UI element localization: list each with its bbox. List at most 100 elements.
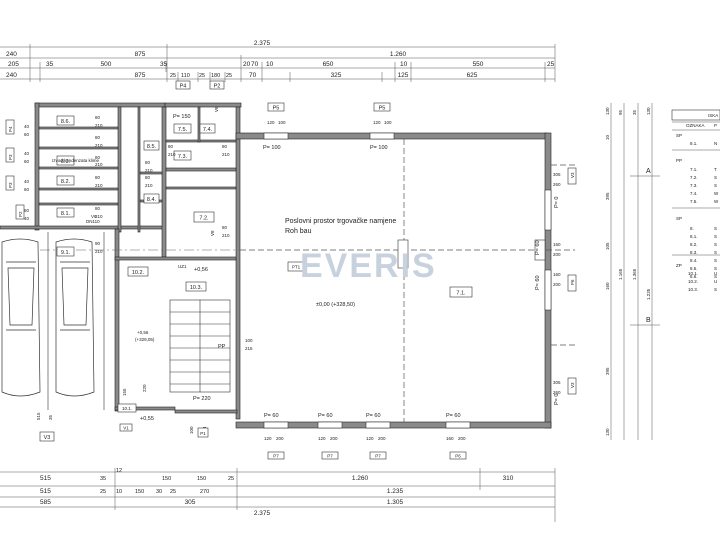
svg-text:200: 200 <box>330 436 338 441</box>
svg-text:(+329,05): (+329,05) <box>135 337 155 342</box>
dim-top-3c: 25 <box>170 73 176 79</box>
staircase: 155 220 204 100 <box>122 299 231 434</box>
svg-text:30: 30 <box>156 489 162 495</box>
dim-top-3j: 125 <box>398 72 409 79</box>
marker-p5-b: P5 <box>379 106 386 112</box>
svg-text:220: 220 <box>142 384 147 392</box>
svg-text:80: 80 <box>145 160 151 165</box>
svg-text:160: 160 <box>446 436 454 441</box>
svg-text:160: 160 <box>605 282 610 290</box>
svg-text:210: 210 <box>145 168 153 173</box>
watermark-text: EVERIS <box>300 247 437 285</box>
bottom-dimension-lines: 515 35 12 150 150 25 1.260 310 515 25 10… <box>0 468 556 522</box>
svg-text:+0,55: +0,55 <box>140 416 154 422</box>
svg-text:120: 120 <box>366 436 374 441</box>
svg-text:200: 200 <box>553 282 561 287</box>
svg-text:V8: V8 <box>214 106 219 112</box>
svg-text:210: 210 <box>95 183 103 188</box>
svg-text:10: 10 <box>116 489 122 495</box>
svg-text:90: 90 <box>95 241 101 246</box>
svg-text:P= 60: P= 60 <box>366 413 381 419</box>
dim-top-1c: 1.260 <box>390 51 407 58</box>
svg-text:1.260: 1.260 <box>352 475 369 482</box>
svg-text:60: 60 <box>24 132 30 137</box>
svg-text:80: 80 <box>95 155 101 160</box>
svg-text:U: U <box>714 271 717 276</box>
svg-text:270: 270 <box>200 489 209 495</box>
svg-text:25: 25 <box>100 489 106 495</box>
svg-text:Izvod kondenzata klime: Izvod kondenzata klime <box>52 158 100 163</box>
elevation-marks: UZ1 +0,56 ±0,00 (+328,50) +0,55 +0,56 (+… <box>36 218 396 442</box>
svg-text:V6: V6 <box>91 214 97 219</box>
win-p5a-h: 100 <box>278 120 286 125</box>
room-10-3: 10.3. <box>190 285 203 291</box>
svg-text:+0,56: +0,56 <box>194 267 208 273</box>
left-markers: P4 P3 P3 P2 40 60 40 60 40 60 60 40 <box>5 119 30 221</box>
svg-text:P: P <box>714 123 717 128</box>
svg-text:40: 40 <box>24 151 30 156</box>
svg-text:100: 100 <box>189 426 194 434</box>
svg-text:P1: P1 <box>200 431 206 436</box>
svg-text:S: S <box>714 274 717 279</box>
svg-text:35: 35 <box>632 109 637 115</box>
svg-text:395: 395 <box>605 192 610 200</box>
section-markers-top: P4 P2 P5 P5 <box>175 80 391 112</box>
svg-text:+0,56: +0,56 <box>137 330 149 335</box>
svg-text:155: 155 <box>122 388 127 396</box>
svg-text:P= 220: P= 220 <box>193 396 211 402</box>
svg-text:100: 100 <box>245 338 253 343</box>
svg-text:80: 80 <box>95 206 101 211</box>
room-8-4: 8.4. <box>147 197 157 203</box>
svg-text:80: 80 <box>168 144 174 149</box>
svg-text:210: 210 <box>222 152 230 157</box>
room-10-2: 10.2. <box>132 270 145 276</box>
svg-text:210: 210 <box>145 183 153 188</box>
svg-text:210: 210 <box>222 233 230 238</box>
svg-text:200: 200 <box>378 436 386 441</box>
room-7-4: 7.4. <box>203 127 213 133</box>
svg-text:200: 200 <box>276 436 284 441</box>
svg-text:80: 80 <box>95 115 101 120</box>
svg-text:P= 60: P= 60 <box>264 413 279 419</box>
room-7-3: 7.3. <box>178 154 188 160</box>
svg-text:40: 40 <box>24 179 30 184</box>
svg-text:P= 100: P= 100 <box>263 145 281 151</box>
room-7-5: 7.5. <box>178 127 188 133</box>
dim-top-2a: 205 <box>8 61 19 68</box>
svg-text:P6: P6 <box>570 279 575 285</box>
svg-text:V3: V3 <box>570 172 575 178</box>
top-total-dim: 2.375 <box>254 40 271 47</box>
svg-text:35: 35 <box>48 414 53 420</box>
marker-p5-a: P5 <box>273 106 280 112</box>
axis-a: A <box>646 168 651 175</box>
svg-text:W: W <box>714 191 719 196</box>
svg-text:7.5.: 7.5. <box>690 199 698 204</box>
room-labels: 8.6. 8.5. 8.4. 8.3. 8.2. 8.1. 9.1. 7.5. … <box>56 115 473 413</box>
svg-text:1.235: 1.235 <box>646 288 651 300</box>
svg-text:8.6.: 8.6. <box>690 274 698 279</box>
room-8-3: 8.3. <box>61 159 71 165</box>
windows-right: P= 60 P= 60 P= 0 P= 0 305 260 160 200 16… <box>535 167 577 405</box>
room-8-1: 8.1. <box>61 211 71 217</box>
svg-text:8.1.: 8.1. <box>690 234 698 239</box>
svg-text:305: 305 <box>553 380 561 385</box>
svg-text:200: 200 <box>458 436 466 441</box>
dim-top-1b: 875 <box>135 51 146 58</box>
svg-text:8.1.: 8.1. <box>690 141 698 146</box>
main-room-name: Poslovni prostor trgovačke namjene <box>285 218 396 225</box>
svg-text:305: 305 <box>185 499 196 506</box>
svg-text:585: 585 <box>40 499 51 506</box>
room-7-1: 7.1. <box>456 291 466 297</box>
svg-text:S: S <box>714 258 717 263</box>
svg-text:12: 12 <box>116 468 122 474</box>
svg-text:UZ1: UZ1 <box>178 264 187 269</box>
svg-text:S: S <box>714 183 717 188</box>
svg-text:210: 210 <box>95 123 103 128</box>
dim-top-2c: 500 <box>101 61 112 68</box>
dim-top-2h: 650 <box>323 61 334 68</box>
svg-text:200: 200 <box>553 252 561 257</box>
svg-text:S: S <box>714 250 717 255</box>
door-dims-left: 80 210 80 210 80 210 80 210 80 210 90 21… <box>52 106 253 402</box>
svg-text:25: 25 <box>170 489 176 495</box>
